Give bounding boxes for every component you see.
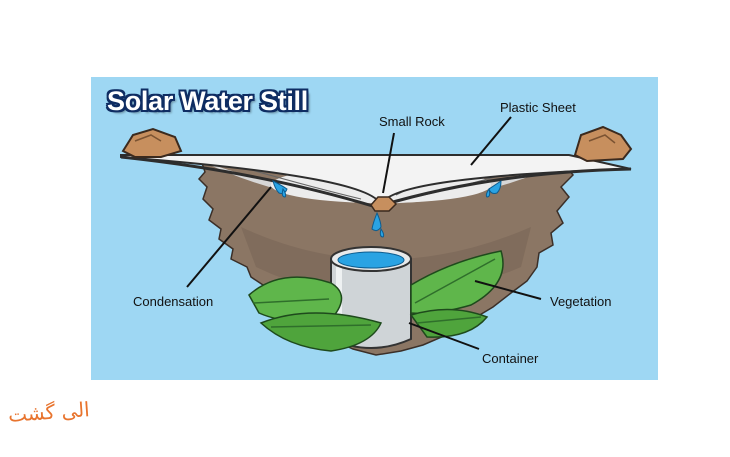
diagram-illustration [120, 116, 633, 356]
diagram-title: Solar Water Still [107, 86, 308, 116]
container-label: Container [482, 351, 539, 366]
condensation-label: Condensation [133, 294, 214, 309]
solar-water-still-diagram: Solar Water Still Small Rock Plastic She… [91, 77, 658, 380]
watermark-logo: الی گشت [7, 397, 91, 427]
plastic-sheet-label: Plastic Sheet [500, 100, 576, 115]
small-rock [370, 196, 398, 212]
water-drops [272, 180, 502, 238]
vegetation-leaves [248, 250, 504, 352]
edge-rock-right [573, 125, 633, 163]
edge-rock-left [121, 127, 183, 158]
small-rock-label: Small Rock [379, 114, 445, 129]
vegetation-label: Vegetation [550, 294, 612, 309]
label-pointers [186, 116, 542, 350]
